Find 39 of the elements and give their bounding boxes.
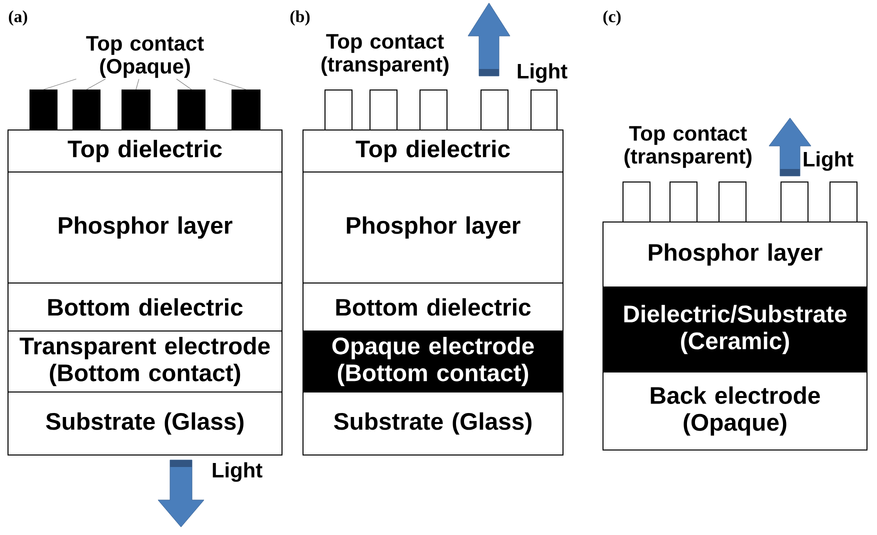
contact-pad <box>72 90 100 130</box>
layer-box: Substrate (Glass) <box>8 392 282 456</box>
contact-pad <box>324 90 352 130</box>
leader-line <box>136 78 140 90</box>
light-label: Light <box>212 462 262 482</box>
leader-line <box>86 78 106 90</box>
contact-pad <box>718 182 746 222</box>
layer-box: Phosphor layer <box>602 222 868 288</box>
contact-pad <box>370 90 398 130</box>
panel-label: (c) <box>603 10 621 26</box>
layer-box: Opaque electrode (Bottom contact) <box>302 330 564 392</box>
contact-label: Top contact (Opaque) <box>86 36 204 78</box>
contact-pad <box>178 90 206 130</box>
light-label: Light <box>518 63 568 83</box>
layer-box: Substrate (Glass) <box>302 392 564 456</box>
contact-pad <box>670 182 698 222</box>
layer-box: Back electrode (Opaque) <box>602 372 868 450</box>
contact-pad <box>530 90 558 130</box>
light-label: Light <box>804 151 854 171</box>
contact-pad <box>480 90 508 130</box>
leader-line <box>213 78 246 90</box>
layer-box: Dielectric/Substrate (Ceramic) <box>602 286 868 372</box>
leader-line <box>176 78 192 90</box>
layer-box: Transparent electrode (Bottom contact) <box>8 330 282 392</box>
contact-pad <box>420 90 448 130</box>
contact-pad <box>30 90 58 130</box>
layer-box: Top dielectric <box>8 130 282 172</box>
contact-pad <box>622 182 650 222</box>
contact-label: Top contact (transparent) <box>322 34 448 76</box>
panel-label: (a) <box>8 10 28 26</box>
layer-box: Bottom dielectric <box>302 282 564 332</box>
leader-line <box>43 78 77 90</box>
contact-pad <box>122 90 150 130</box>
layer-box: Bottom dielectric <box>8 282 282 332</box>
panel-label: (b) <box>290 10 310 26</box>
contact-pad <box>232 90 260 130</box>
contact-label: Top contact (transparent) <box>624 126 752 168</box>
contact-pad <box>830 182 858 222</box>
contact-pad <box>780 182 808 222</box>
